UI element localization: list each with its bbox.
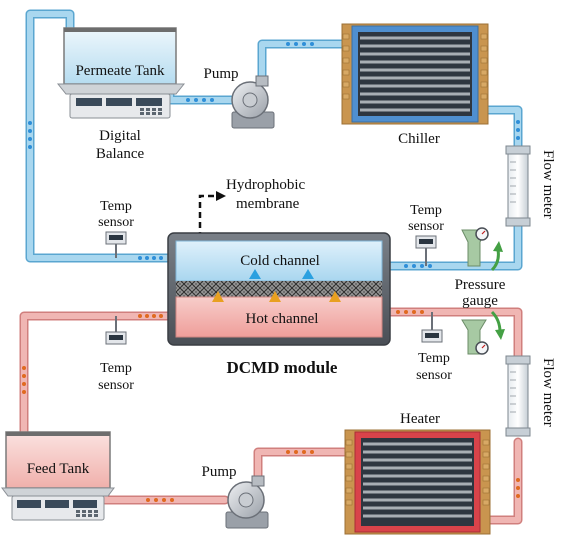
pump-bottom: Pump xyxy=(201,464,269,529)
cold-channel-label: Cold channel xyxy=(240,253,320,269)
flow-meter-top-label: Flow meter xyxy=(540,150,556,219)
cold-pipe-chiller-to-flowmeter xyxy=(483,105,523,155)
temp-sensor-tr-line1: Temp xyxy=(410,203,442,218)
pump-top-label: Pump xyxy=(203,66,238,82)
temp-sensor-bottom-left: Temp sensor xyxy=(98,316,134,393)
membrane xyxy=(176,281,382,297)
temp-sensor-tr-line2: sensor xyxy=(408,219,444,234)
hydrophobic-label-line2: membrane xyxy=(236,196,300,212)
feed-tank-label: Feed Tank xyxy=(27,461,90,477)
pump-bottom-label: Pump xyxy=(201,464,236,480)
temp-sensor-bottom-right: Temp sensor xyxy=(416,312,452,383)
permeate-tank-label: Permeate Tank xyxy=(75,63,165,79)
cold-pipe-pump-to-chiller xyxy=(257,39,347,83)
vapor-triangles-cold xyxy=(249,269,314,279)
hot-channel xyxy=(175,296,383,338)
hot-flow-dots xyxy=(22,310,520,502)
heater-label: Heater xyxy=(400,411,440,427)
cold-flow-dots xyxy=(28,42,520,268)
hot-loop-pipes xyxy=(19,307,523,525)
hot-pipe-pump-to-heater xyxy=(253,447,350,483)
pressure-gauge-bottom xyxy=(461,310,505,355)
feed-tank: Feed Tank xyxy=(5,431,111,489)
temp-sensor-tl-line2: sensor xyxy=(98,215,134,230)
temp-sensor-bl-line2: sensor xyxy=(98,378,134,393)
temp-sensor-top-left: Temp sensor xyxy=(98,199,134,258)
digital-balance-label-line1: Digital xyxy=(99,128,141,144)
pressure-gauge-label-line2: gauge xyxy=(462,293,498,309)
temp-sensor-br-line1: Temp xyxy=(418,351,450,366)
pressure-gauge-label-line1: Pressure xyxy=(455,277,506,293)
dcmd-module: Cold channel Hot channel DCMD module xyxy=(167,232,391,377)
hot-pipe-module-to-feed-tank xyxy=(19,311,177,437)
flow-meter-bottom-label: Flow meter xyxy=(540,358,556,427)
pressure-gauge-top xyxy=(461,227,503,272)
pump-top: Pump xyxy=(203,66,275,129)
vapor-triangles-hot xyxy=(212,291,341,302)
permeate-tank: Permeate Tank xyxy=(63,27,177,85)
temp-sensor-tl-line1: Temp xyxy=(100,199,132,214)
hot-pipe-heater-to-flowmeter xyxy=(485,437,523,525)
heater: Heater xyxy=(344,411,491,535)
flow-meter-bottom: Flow meter xyxy=(505,355,556,437)
digital-balance-top: Digital Balance xyxy=(56,83,186,162)
temp-sensor-br-line2: sensor xyxy=(416,368,452,383)
chiller-label: Chiller xyxy=(398,131,440,147)
temp-sensor-top-right: Temp sensor xyxy=(408,203,444,266)
dcmd-module-label: DCMD module xyxy=(227,358,338,377)
temp-sensor-bl-line1: Temp xyxy=(100,361,132,376)
flow-meter-top: Flow meter xyxy=(505,145,556,227)
digital-balance-label-line2: Balance xyxy=(96,146,145,162)
hydrophobic-label-line1: Hydrophobic xyxy=(226,177,305,193)
chiller: Chiller xyxy=(341,23,489,147)
hot-channel-label: Hot channel xyxy=(246,311,319,327)
digital-balance-bottom xyxy=(1,487,115,521)
